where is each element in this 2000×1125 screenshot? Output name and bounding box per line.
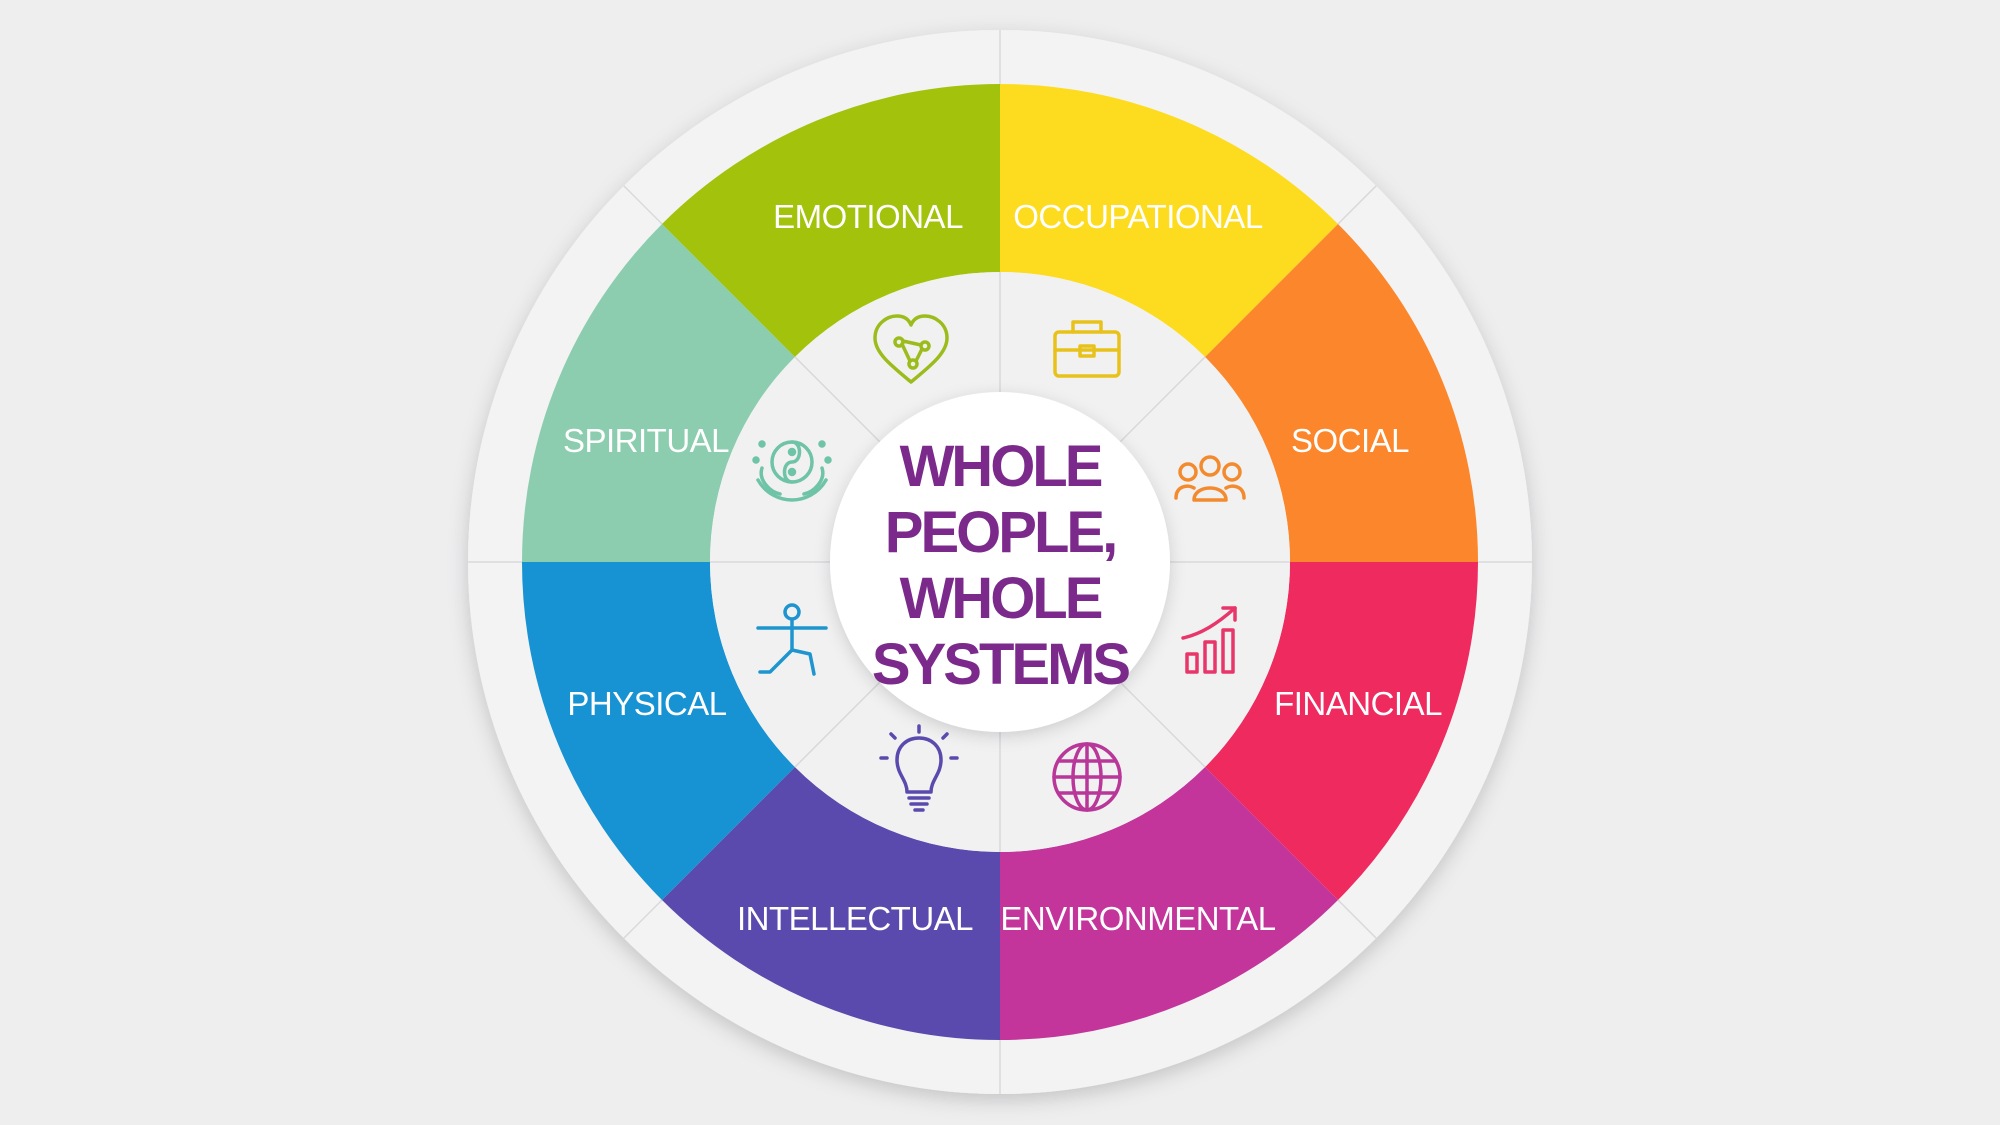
title-line-2: PEOPLE, xyxy=(885,500,1115,565)
segment-label-intellectual: INTELLECTUAL xyxy=(737,900,973,937)
growth-chart-icon xyxy=(1181,606,1237,674)
segment-label-spiritual: SPIRITUAL xyxy=(563,422,729,459)
icon-ring-dividers xyxy=(710,272,1290,852)
segment-social xyxy=(1205,224,1478,562)
people-group-icon xyxy=(1174,455,1246,502)
segment-group xyxy=(522,84,1478,1040)
segment-emotional xyxy=(662,84,1000,357)
outer-divider-line xyxy=(623,899,663,939)
icon-ring-divider-line xyxy=(1119,356,1206,443)
title-line-3: WHOLE xyxy=(900,566,1102,631)
segment-intellectual xyxy=(662,767,1000,1040)
icon-ring-divider-line xyxy=(794,356,881,443)
segment-labels: OCCUPATIONAL SOCIAL FINANCIAL ENVIRONMEN… xyxy=(563,198,1443,937)
title-line-1: WHOLE xyxy=(900,434,1102,499)
briefcase-icon xyxy=(1053,320,1121,378)
outer-divider-line xyxy=(623,185,663,225)
outer-divider-line xyxy=(1337,899,1377,939)
icon-ring-divider-line xyxy=(1119,681,1206,768)
segment-label-social: SOCIAL xyxy=(1291,422,1409,459)
heart-network-icon xyxy=(873,314,949,384)
segment-environmental xyxy=(1000,767,1338,1040)
outer-ring-dividers xyxy=(468,30,1532,1094)
outer-divider-line xyxy=(1337,185,1377,225)
yoga-pose-icon xyxy=(756,603,828,676)
yin-yang-lotus-icon xyxy=(752,440,832,502)
segment-financial xyxy=(1205,562,1478,900)
icon-ring-divider-line xyxy=(794,681,881,768)
center-circle xyxy=(830,392,1170,732)
segment-spiritual xyxy=(522,224,795,562)
segment-physical xyxy=(522,562,795,900)
lightbulb-icon xyxy=(879,724,959,812)
segment-label-financial: FINANCIAL xyxy=(1274,685,1442,722)
title-line-4: SYSTEMS xyxy=(872,632,1129,697)
segment-label-physical: PHYSICAL xyxy=(567,685,726,722)
globe-icon xyxy=(1052,742,1122,812)
segment-label-environmental: ENVIRONMENTAL xyxy=(1000,900,1275,937)
segment-occupational xyxy=(1000,84,1338,357)
segment-label-occupational: OCCUPATIONAL xyxy=(1013,198,1263,235)
segment-label-emotional: EMOTIONAL xyxy=(773,198,963,235)
